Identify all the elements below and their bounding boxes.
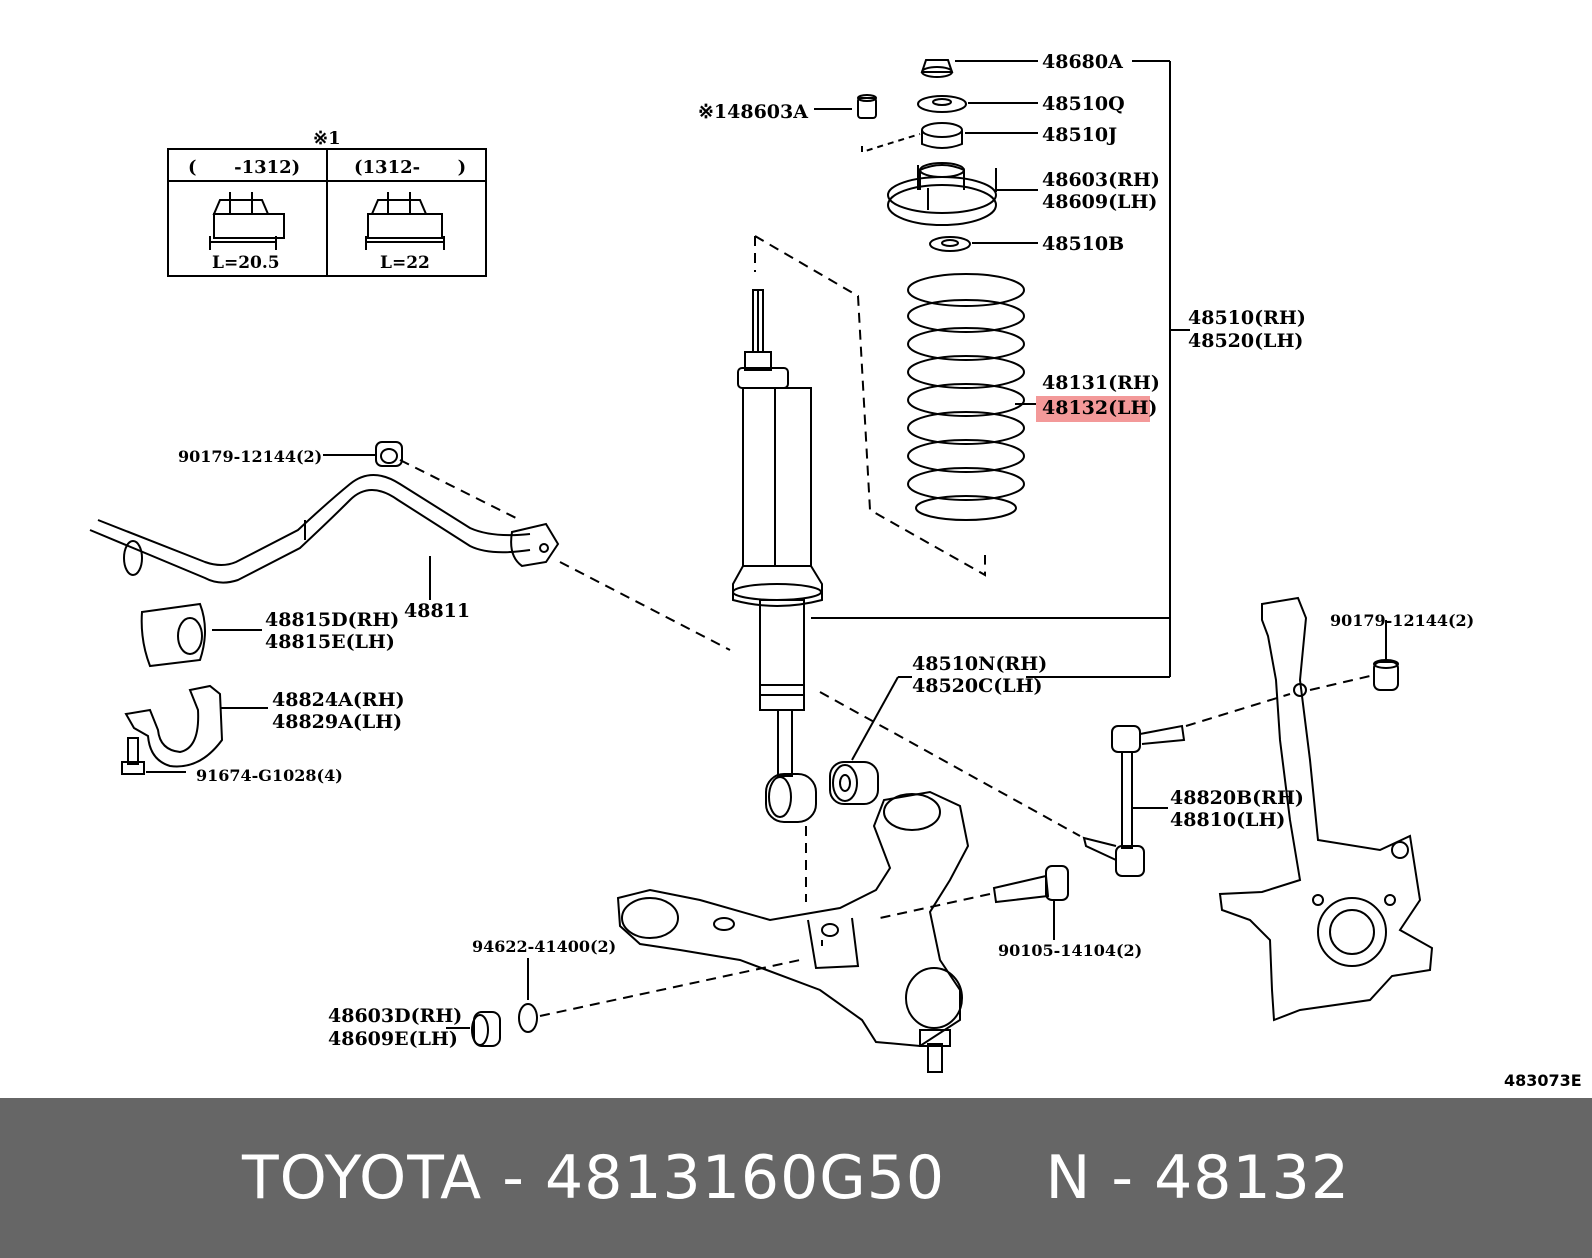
ball-joint: [905, 967, 963, 1073]
parts-diagram: ※1 ( -1312) (1312- ) L=20.5 L=22 48680A …: [89, 51, 1582, 1090]
nut-icon: [209, 192, 285, 250]
washer-48510Q: [917, 95, 967, 113]
seat-48510B: [929, 236, 971, 252]
label-48131[interactable]: 48131(RH): [1042, 372, 1160, 394]
stab-nut: [375, 441, 403, 467]
label-48510J[interactable]: 48510J: [1042, 124, 1117, 146]
label-94622[interactable]: 94622-41400(2): [472, 937, 616, 956]
bushing-48603D: [471, 1011, 501, 1047]
label-48603A[interactable]: ※148603A: [698, 101, 808, 123]
label-48680A[interactable]: 48680A: [1042, 51, 1123, 73]
label-90179-a[interactable]: 90179-12144(2): [178, 447, 322, 466]
small-nut-48603A: [857, 94, 877, 119]
bolt-91674: [121, 737, 145, 775]
bushing-48510N: [829, 761, 879, 805]
label-48811[interactable]: 48811: [404, 600, 470, 622]
inset-col2-header: (1312- ): [354, 157, 466, 178]
steering-knuckle: [1218, 596, 1434, 1022]
bushing-48815D: [140, 602, 206, 668]
label-48520C[interactable]: 48520C(LH): [912, 675, 1043, 697]
stabilizer-bar: [89, 474, 560, 584]
bolt-90105: [992, 865, 1069, 904]
shock-absorber: [732, 289, 823, 823]
label-48815D[interactable]: 48815D(RH): [265, 609, 399, 631]
label-48603D[interactable]: 48603D(RH): [328, 1005, 462, 1027]
stabilizer-link: [1082, 724, 1186, 877]
label-48132[interactable]: 48132(LH): [1042, 397, 1157, 419]
bracket-48824A: [124, 684, 224, 768]
inset-table: [167, 148, 487, 277]
nut-icon: [365, 192, 445, 250]
support-48603: [887, 162, 997, 226]
label-48609E[interactable]: 48609E(LH): [328, 1028, 458, 1050]
label-48510B[interactable]: 48510B: [1042, 233, 1124, 255]
footer-part-number: TOYOTA - 4813160G50 N - 48132: [242, 1143, 1350, 1213]
inset-col2-length: L=22: [380, 253, 430, 273]
footer-bar: TOYOTA - 4813160G50 N - 48132: [0, 1098, 1592, 1258]
label-90179-b[interactable]: 90179-12144(2): [1330, 611, 1474, 630]
link-nut: [1373, 659, 1399, 691]
label-48603[interactable]: 48603(RH): [1042, 169, 1160, 191]
label-48609[interactable]: 48609(LH): [1042, 191, 1157, 213]
label-48824A[interactable]: 48824A(RH): [272, 689, 405, 711]
highlight-48132: [1036, 396, 1150, 422]
coil-spring: [907, 273, 1025, 521]
inset-title: ※1: [313, 128, 341, 149]
label-91674[interactable]: 91674-G1028(4): [196, 766, 343, 785]
diagram-code: 483073E: [1504, 1071, 1582, 1090]
label-48510N[interactable]: 48510N(RH): [912, 653, 1047, 675]
label-48829A[interactable]: 48829A(LH): [272, 711, 402, 733]
inset-col1-length: L=20.5: [212, 253, 280, 273]
bumper-48510J: [921, 122, 963, 149]
label-48820B[interactable]: 48820B(RH): [1170, 787, 1304, 809]
label-48810[interactable]: 48810(LH): [1170, 809, 1285, 831]
inset-col1-header: ( -1312): [188, 157, 300, 178]
upper-nut: [920, 59, 954, 78]
label-48520[interactable]: 48520(LH): [1188, 330, 1303, 352]
label-48510Q[interactable]: 48510Q: [1042, 93, 1125, 115]
label-90105[interactable]: 90105-14104(2): [998, 941, 1142, 960]
label-48815E[interactable]: 48815E(LH): [265, 631, 395, 653]
lower-control-arm: [616, 790, 970, 1048]
label-48510[interactable]: 48510(RH): [1188, 307, 1306, 329]
washer-94622: [518, 1003, 538, 1033]
